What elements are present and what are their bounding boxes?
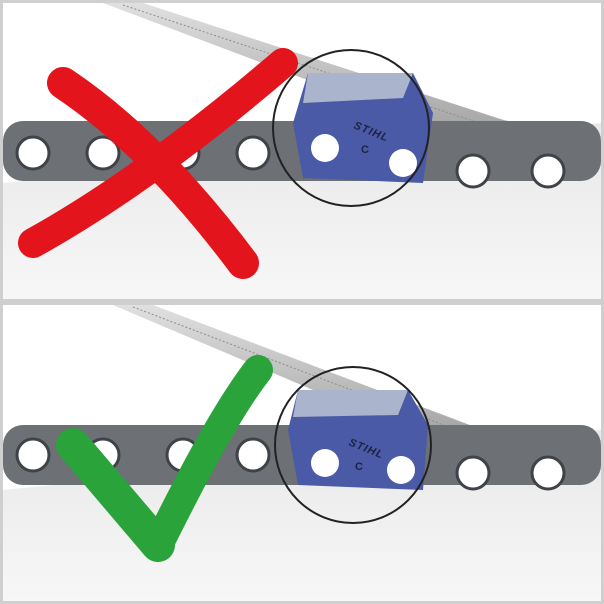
cutter-mark: C [361,144,369,156]
cutter-tooth: STIHL C [288,390,428,490]
correct-angle-illustration: STIHL C [3,305,601,601]
cutter-tooth: STIHL C [293,73,433,183]
cutter-mark: C [355,461,363,473]
incorrect-angle-panel: STIHL C [0,0,604,302]
correct-angle-panel: STIHL C [0,302,604,604]
incorrect-angle-illustration: STIHL C [3,3,601,299]
